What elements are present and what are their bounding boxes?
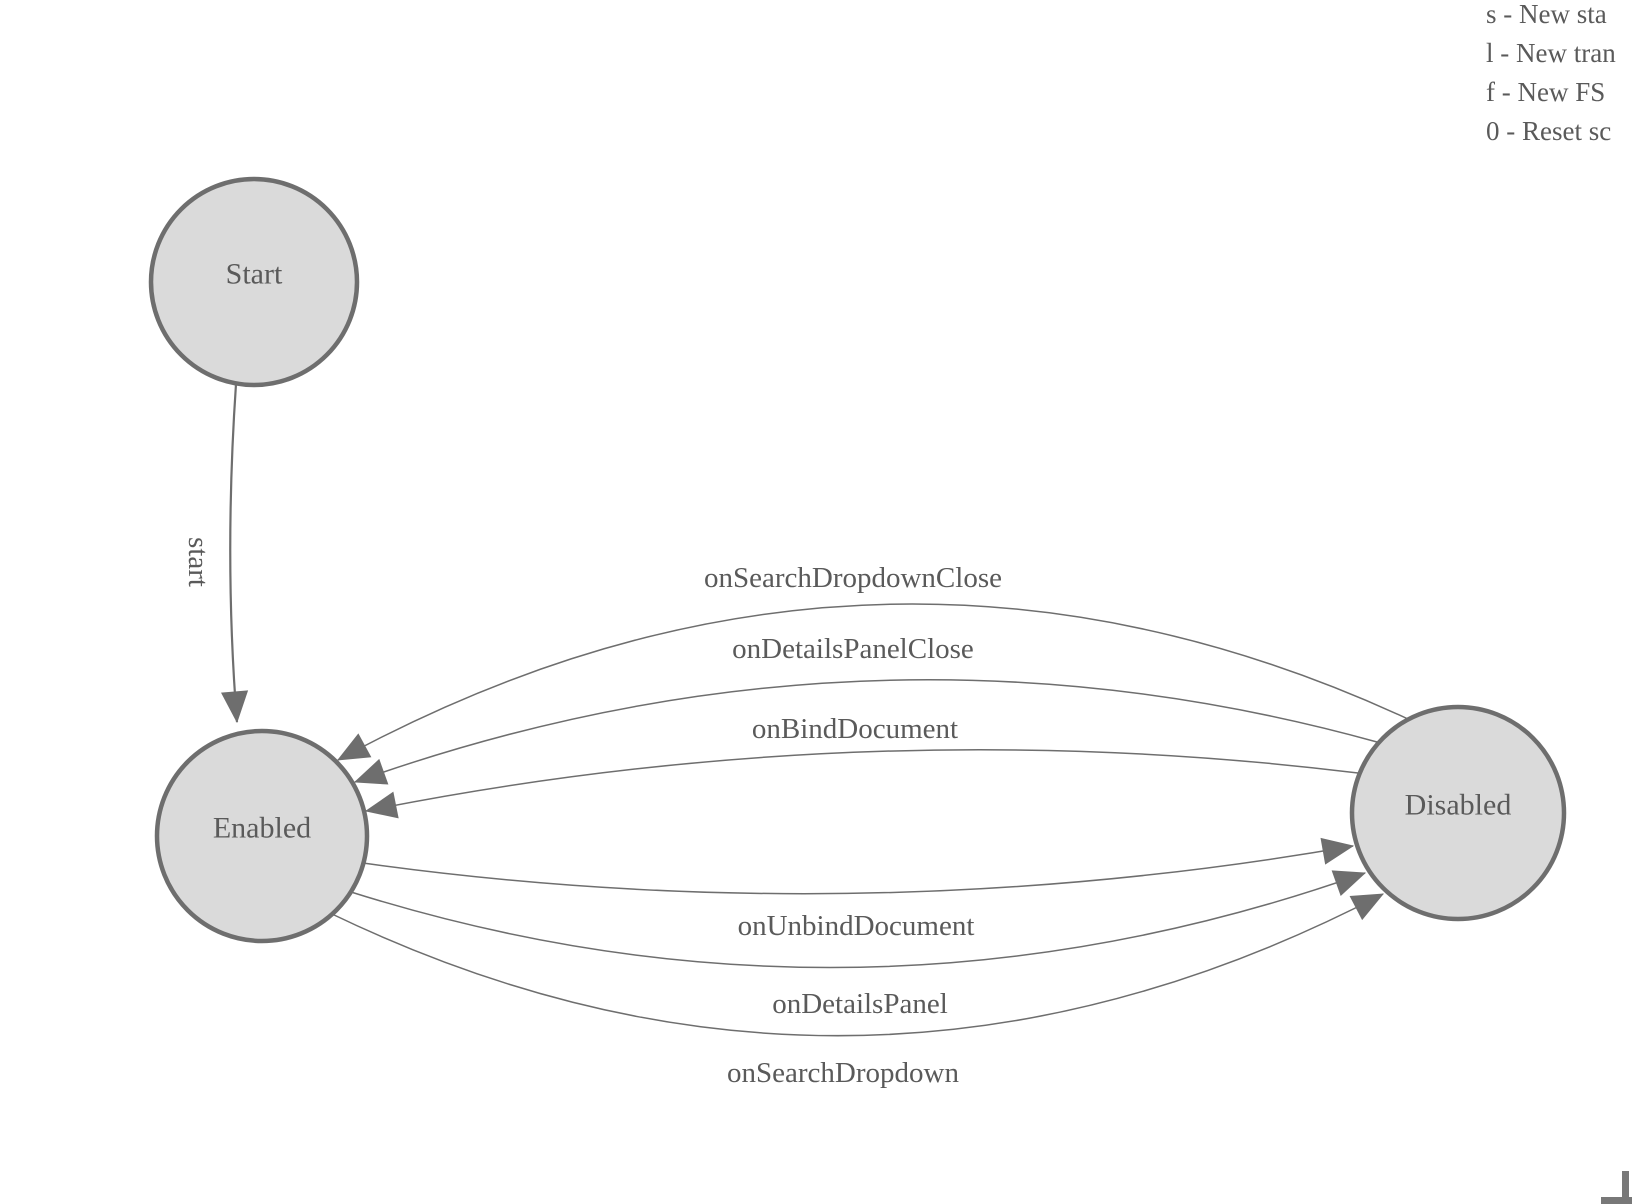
transition-label-onDetailsPanel[interactable]: onDetailsPanel <box>772 988 948 1020</box>
state-circle-enabled[interactable] <box>154 728 370 944</box>
transition-label-onSearchDropdownClose[interactable]: onSearchDropdownClose <box>704 562 1002 594</box>
transition-onBindDocument[interactable] <box>364 749 1359 819</box>
transition-onSearchDropdown[interactable] <box>331 893 1385 1037</box>
legend-line-new-transition: l - New tran <box>1486 38 1616 68</box>
transition-label-onBindDocument[interactable]: onBindDocument <box>752 713 958 745</box>
viewport-corner-vertical <box>1622 1171 1629 1198</box>
state-label-start: Start <box>226 258 283 291</box>
transition-onUnbindDocument[interactable] <box>362 837 1355 895</box>
transition-onDetailsPanel[interactable] <box>350 870 1367 969</box>
transition-onDetailsPanelClose[interactable] <box>353 679 1378 785</box>
state-circle-disabled[interactable] <box>1349 704 1567 922</box>
state-enabled[interactable]: Enabled <box>154 728 370 944</box>
state-circle-start[interactable] <box>148 176 360 388</box>
viewport-corner-horizontal <box>1601 1197 1632 1204</box>
transition-label-onUnbindDocument[interactable]: onUnbindDocument <box>738 910 975 942</box>
state-label-enabled: Enabled <box>213 812 311 845</box>
state-label-disabled: Disabled <box>1405 789 1512 822</box>
shortcut-legend: s - New sta l - New tran f - New FS 0 - … <box>1486 0 1616 151</box>
transition-label-onDetailsPanelClose[interactable]: onDetailsPanelClose <box>732 633 974 665</box>
state-start[interactable]: Start <box>148 176 360 388</box>
legend-line-reset: 0 - Reset sc <box>1486 116 1612 146</box>
transition-onSearchDropdownClose[interactable] <box>337 603 1409 761</box>
state-disabled[interactable]: Disabled <box>1349 704 1567 922</box>
transitions-layer: start onSearchDropdownClose onDetailsPanel… <box>182 383 1409 1089</box>
transition-label-start[interactable]: start <box>182 537 214 587</box>
legend-line-new-state: s - New sta <box>1486 0 1607 29</box>
legend-line-new-fsm: f - New FS <box>1486 77 1606 107</box>
transition-label-onSearchDropdown[interactable]: onSearchDropdown <box>727 1057 959 1089</box>
transition-start[interactable] <box>220 383 249 724</box>
